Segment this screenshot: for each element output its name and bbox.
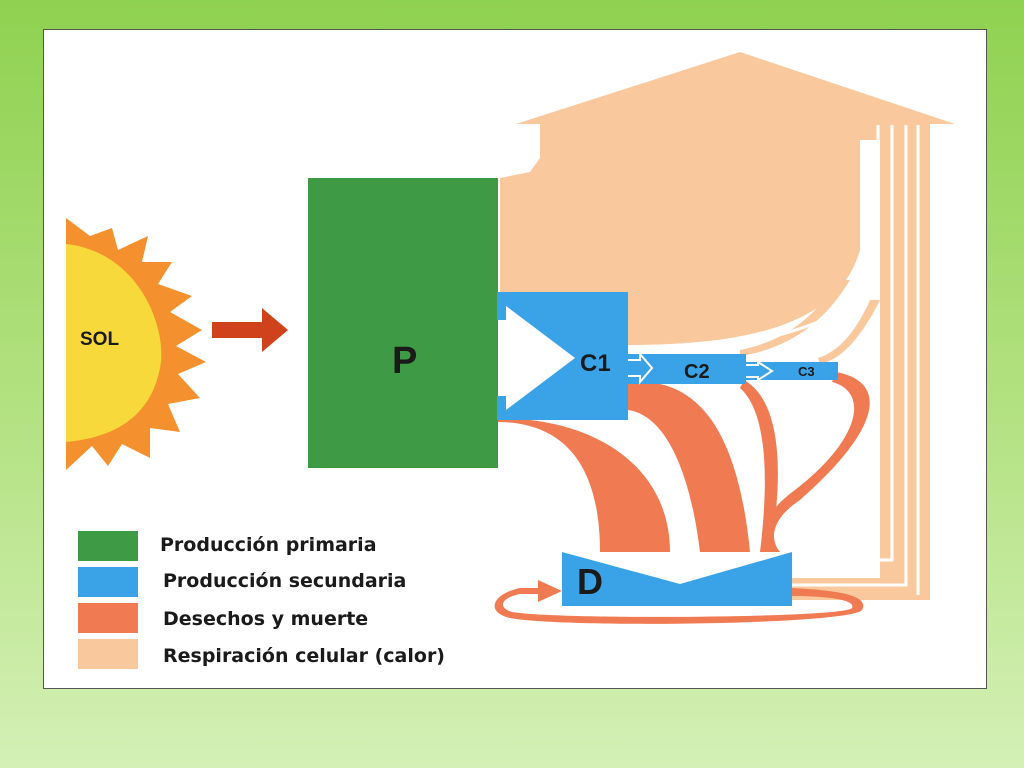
decomposer-block bbox=[562, 552, 792, 606]
c1-label: C1 bbox=[580, 350, 611, 377]
sun-core bbox=[66, 244, 162, 442]
legend-label-secondary: Producción secundaria bbox=[163, 570, 406, 592]
waste-from-c1 bbox=[628, 384, 750, 552]
heat-from-c3 bbox=[818, 300, 880, 364]
sunlight-arrow bbox=[212, 308, 288, 352]
decomposer-loop-arrowhead bbox=[538, 580, 562, 602]
waste-from-producer bbox=[497, 418, 670, 552]
sun-label: SOL bbox=[80, 329, 119, 350]
legend-swatch-waste bbox=[78, 603, 138, 633]
secondary-production bbox=[497, 292, 838, 606]
decomposer-label: D bbox=[577, 561, 603, 602]
legend-label-primary: Producción primaria bbox=[160, 534, 377, 556]
c2-label: C2 bbox=[684, 361, 710, 383]
heat-separator-lines bbox=[759, 125, 920, 595]
transfer-arrows bbox=[628, 351, 774, 385]
waste-from-c3 bbox=[763, 372, 870, 552]
legend-label-heat: Respiración celular (calor) bbox=[163, 645, 445, 667]
waste-from-c2 bbox=[740, 380, 778, 552]
c3-label: C3 bbox=[798, 364, 815, 379]
producer-label: P bbox=[392, 340, 417, 382]
sun-icon bbox=[66, 218, 206, 470]
legend: Producción primaria Producción secundari… bbox=[78, 531, 445, 669]
c3-block bbox=[746, 362, 838, 380]
c1-block bbox=[497, 292, 628, 420]
heat-from-c2 bbox=[740, 280, 850, 356]
legend-swatch-primary bbox=[78, 531, 138, 561]
legend-swatch-heat bbox=[78, 639, 138, 669]
legend-label-waste: Desechos y muerte bbox=[163, 608, 368, 630]
c2-block bbox=[628, 354, 746, 384]
heat-house-arrow bbox=[500, 52, 955, 600]
legend-swatch-secondary bbox=[78, 567, 138, 597]
c1-c2-arrow bbox=[628, 351, 654, 385]
producer-block bbox=[308, 178, 498, 468]
c2-c3-arrow bbox=[746, 360, 774, 382]
waste-flow bbox=[494, 372, 870, 624]
decomposer-loop bbox=[494, 588, 864, 624]
